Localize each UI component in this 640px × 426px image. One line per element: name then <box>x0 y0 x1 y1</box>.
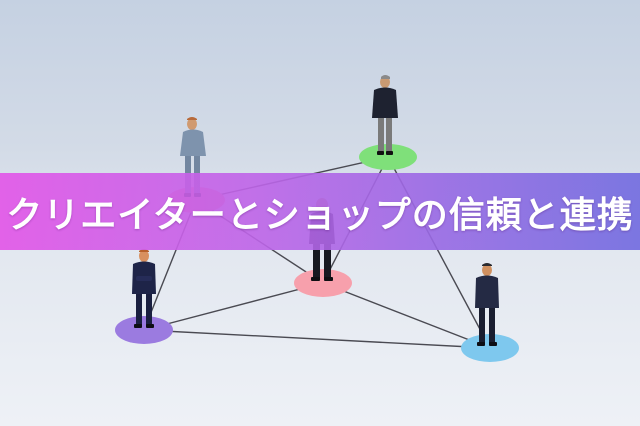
blue-disc <box>461 334 519 362</box>
title-banner: クリエイターとショップの信頼と連携 <box>0 173 640 250</box>
green-disc <box>359 144 417 170</box>
purple-disc <box>115 316 173 344</box>
pink-disc <box>294 269 352 297</box>
businessman-figure-icon <box>132 249 156 328</box>
banner-title: クリエイターとショップの信頼と連携 <box>6 194 634 236</box>
businessman-figure-icon <box>372 75 398 155</box>
businessman-figure-icon <box>475 263 499 346</box>
